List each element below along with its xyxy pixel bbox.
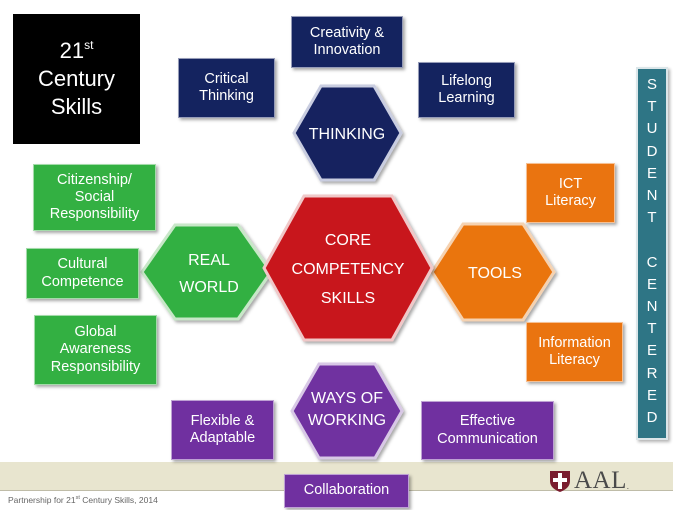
creativity-innovation-label: Creativity & Innovation bbox=[309, 24, 385, 58]
student-centered-letter: E bbox=[646, 386, 657, 404]
title-box: 21st Century Skills bbox=[13, 14, 140, 144]
core-label-line2: COMPETENCY bbox=[292, 261, 405, 278]
title-century: Century bbox=[37, 65, 116, 91]
student-centered-letter: E bbox=[646, 164, 657, 182]
citizenship-label: Citizenship/ Social Responsibility bbox=[49, 171, 140, 223]
information-literacy-label: Information Literacy bbox=[538, 334, 611, 368]
student-centered-letter: E bbox=[646, 275, 657, 293]
student-centered-letter: R bbox=[646, 364, 658, 382]
flexible-adaptable-box: Flexible & Adaptable bbox=[171, 400, 274, 460]
title-skills: Skills bbox=[50, 94, 103, 120]
global-awareness-box: Global Awareness Responsibility bbox=[34, 315, 157, 385]
tools-hexagon bbox=[430, 222, 556, 322]
real-world-label-line1: REAL bbox=[188, 252, 230, 269]
effective-communication-label: Effective Communication bbox=[437, 413, 538, 447]
core-label-line1: CORE bbox=[325, 232, 371, 249]
effective-communication-box: Effective Communication bbox=[421, 401, 554, 460]
thinking-hexagon bbox=[292, 84, 403, 182]
student-centered-letter: C bbox=[646, 253, 658, 271]
title-superscript: st bbox=[84, 37, 94, 52]
thinking-label: THINKING bbox=[309, 126, 385, 143]
lifelong-learning-box: Lifelong Learning bbox=[418, 62, 515, 118]
student-centered-letter: E bbox=[646, 342, 657, 360]
core-label-line3: SKILLS bbox=[321, 290, 375, 307]
shield-cross-icon bbox=[550, 471, 570, 492]
student-centered-letter: T bbox=[647, 98, 657, 116]
real-world-hexagon bbox=[140, 223, 273, 321]
creativity-innovation-box: Creativity & Innovation bbox=[291, 16, 403, 68]
ways-of-working-label-line2: WORKING bbox=[308, 412, 386, 429]
citizenship-box: Citizenship/ Social Responsibility bbox=[33, 164, 156, 231]
critical-thinking-box: Critical Thinking bbox=[178, 58, 275, 118]
global-awareness-label: Global Awareness Responsibility bbox=[50, 324, 141, 375]
information-literacy-box: Information Literacy bbox=[526, 322, 623, 382]
flexible-adaptable-label: Flexible & Adaptable bbox=[189, 412, 256, 446]
collaboration-label: Collaboration bbox=[303, 482, 390, 499]
ict-literacy-box: ICT Literacy bbox=[526, 163, 615, 223]
student-centered-letter: D bbox=[646, 142, 658, 160]
collaboration-box: Collaboration bbox=[284, 474, 409, 508]
student-centered-letter: T bbox=[647, 320, 657, 338]
core-competency-hexagon bbox=[262, 194, 434, 342]
student-centered-letter: T bbox=[647, 209, 657, 227]
ways-of-working-hexagon bbox=[290, 362, 404, 460]
student-centered-letter: S bbox=[646, 76, 657, 93]
source-credit: Partnership for 21st Century Skills, 201… bbox=[8, 495, 158, 505]
tools-label: TOOLS bbox=[468, 265, 522, 282]
logo-text: AAL bbox=[574, 467, 627, 494]
title-number: 21 bbox=[59, 37, 85, 63]
ict-literacy-label: ICT Literacy bbox=[545, 175, 596, 209]
student-centered-letter: N bbox=[646, 187, 658, 204]
critical-thinking-label: Critical Thinking bbox=[199, 70, 254, 104]
student-centered-letter: D bbox=[646, 409, 658, 426]
cultural-competence-label: Cultural Competence bbox=[41, 256, 124, 290]
student-centered-letter: N bbox=[646, 298, 658, 315]
ways-of-working-label-line1: WAYS OF bbox=[311, 390, 383, 407]
lifelong-learning-label: Lifelong Learning bbox=[438, 72, 495, 106]
logo-dot: . bbox=[626, 482, 629, 491]
aal-logo: AAL . bbox=[548, 467, 629, 495]
cultural-competence-box: Cultural Competence bbox=[26, 248, 139, 299]
student-centered-letter: U bbox=[646, 120, 658, 138]
real-world-label-line2: WORLD bbox=[179, 279, 239, 296]
